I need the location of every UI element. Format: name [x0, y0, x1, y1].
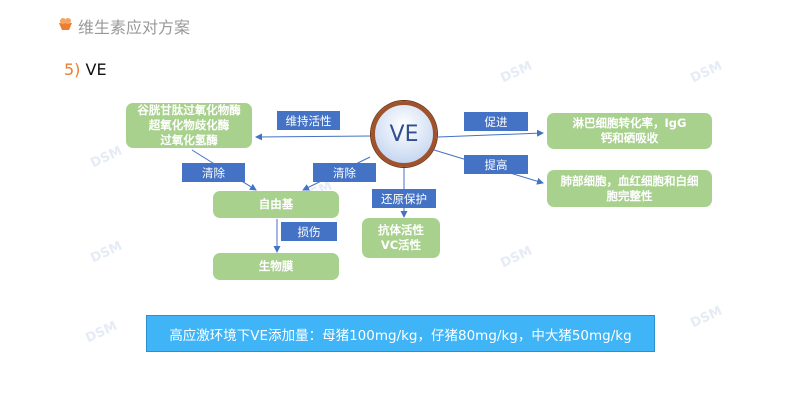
label-maintain: 维持活性: [277, 111, 340, 130]
label-clear-left: 清除: [182, 163, 245, 182]
label-improve: 提高: [464, 155, 528, 174]
free-radical-box: 自由基: [213, 191, 339, 218]
enzyme-cat: 过氧化氢酶: [160, 133, 218, 147]
dosage-text: 高应激环境下VE添加量：母猪100mg/kg，仔猪80mg/kg，中大猪50mg…: [169, 327, 632, 344]
label-promote: 促进: [464, 112, 528, 131]
cells-line-1: 肺部细胞，血红细胞和白细: [560, 173, 699, 188]
label-clear-right: 清除: [313, 163, 376, 182]
dosage-banner: 高应激环境下VE添加量：母猪100mg/kg，仔猪80mg/kg，中大猪50mg…: [146, 315, 655, 352]
ve-label: VE: [389, 121, 419, 147]
cells-box: 肺部细胞，血红细胞和白细 胞完整性: [547, 170, 712, 207]
section-heading: 5) VE: [64, 60, 107, 79]
logo-icon: [58, 16, 73, 30]
enzyme-sod: 超氧化物歧化酶: [148, 118, 230, 132]
lymph-line-1: 淋巴细胞转化率，IgG: [572, 116, 687, 130]
cells-line-2: 胞完整性: [606, 188, 653, 203]
label-damage: 损伤: [281, 222, 337, 241]
antibody-box: 抗体活性 VC活性: [362, 218, 440, 258]
enzyme-gpx: 谷胱甘肽过氧化物酶: [137, 103, 241, 117]
antibody-activity: 抗体活性: [378, 223, 424, 237]
lymph-box: 淋巴细胞转化率，IgG 钙和硒吸收: [547, 113, 712, 149]
lymph-line-2: 钙和硒吸收: [600, 131, 659, 145]
page-title: 维生素应对方案: [78, 18, 191, 37]
section-number: 5): [64, 60, 81, 79]
label-reduce-protect: 还原保护: [372, 189, 436, 208]
section-title: VE: [85, 60, 107, 79]
biomembrane-box: 生物膜: [213, 253, 339, 280]
vc-activity: VC活性: [380, 238, 422, 252]
enzymes-box: 谷胱甘肽过氧化物酶 超氧化物歧化酶 过氧化氢酶: [126, 103, 252, 148]
ve-circle: VE: [371, 101, 437, 167]
